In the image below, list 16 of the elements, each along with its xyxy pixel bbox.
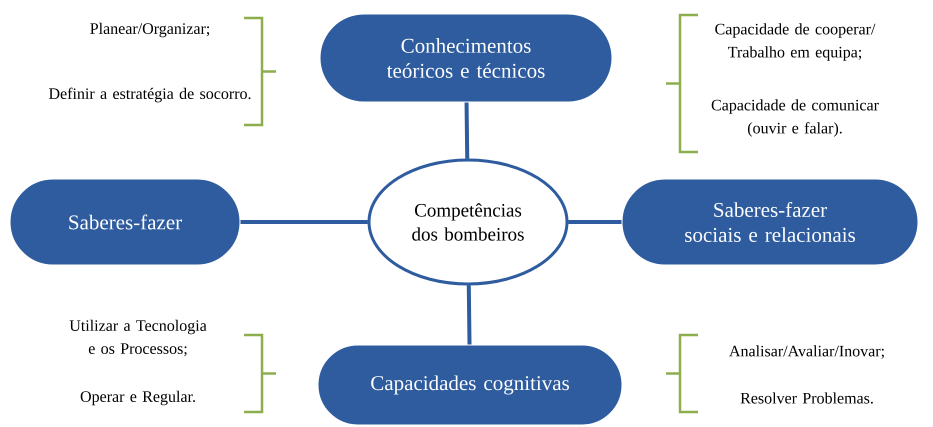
connector-line xyxy=(466,285,472,345)
connector-line xyxy=(568,220,622,224)
topic-pill: Capacidades cognitivas xyxy=(318,344,622,426)
topic-pill: Saberes-fazer xyxy=(10,178,240,266)
list-item: Capacidade de cooperar/ Trabalho em equipa; xyxy=(715,23,876,61)
list-item: Planear/Organizar; xyxy=(90,22,210,38)
topic-pill: Conhecimentos teóricos e técnicos xyxy=(320,14,612,102)
list-item: Analisar/Avaliar/Inovar; xyxy=(729,345,884,359)
connector-line xyxy=(240,220,368,224)
topic-pill: Saberes-fazer sociais e relacionais xyxy=(622,178,918,266)
list-item: Definir a estratégia de socorro. xyxy=(48,88,250,102)
connector-line xyxy=(464,102,470,159)
list-item: Operar e Regular. xyxy=(80,390,195,406)
list-item: Utilizar a Tecnologia e os Processos; xyxy=(70,320,207,356)
list-item: Resolver Problemas. xyxy=(740,392,873,404)
list-item: Capacidade de comunicar (ouvir e falar). xyxy=(712,99,879,137)
